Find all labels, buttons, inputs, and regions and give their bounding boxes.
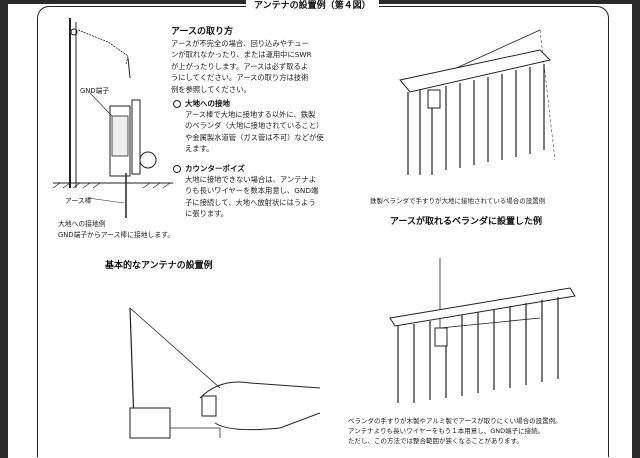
- basic-antenna-figure: [129, 307, 320, 439]
- page-title: アンテナの設置例（第４図）: [246, 0, 379, 12]
- grounded-balcony-title: アースが取れるベランダに設置した例: [390, 217, 543, 227]
- ground-rod-label: アース棒: [65, 197, 92, 205]
- wooden-balcony-caption: ベランダの手すりが木製やアルミ製でアースが取りにくい場合の設置例。 アンテナより…: [348, 417, 562, 445]
- ground-rod-figure: [52, 18, 173, 218]
- iron-balcony-caption: 鉄製ベランダで手すりが大地に接地されている場合の設置例: [370, 197, 546, 205]
- gnd-terminal-label: GND端子: [80, 87, 110, 95]
- basic-antenna-title: 基本的なアンテナの設置例: [105, 261, 213, 271]
- bullet-ring-icon: [173, 165, 181, 173]
- ground-example-caption: GND端子からアース棒に接地します。: [58, 231, 175, 239]
- ground-example-title: 大地への接地例: [58, 220, 106, 228]
- window-edge-left: [0, 0, 8, 458]
- counterpoise-body: 大地に接地できない場合は、アンテナよ りも長いワイヤーを数本用意し、GND端 子…: [185, 175, 319, 219]
- ground-body: アース棒で大地に接地する以外に、鉄製 のベランダ（大地に接地されていること） や…: [185, 110, 324, 154]
- iron-balcony-figure: [399, 29, 556, 175]
- counterpoise-heading: カウンターポイズ: [173, 163, 245, 174]
- bullet-ring-icon: [173, 100, 181, 108]
- earth-heading: アースの取り方: [171, 27, 234, 37]
- ground-heading: 大地への接地: [173, 98, 230, 109]
- window-edge-right: [632, 0, 640, 458]
- wooden-balcony-figure: [389, 258, 576, 403]
- earth-body: アースが不完全の場合、回り込みやチュー ンが取れなかったり、または運用中にSWR…: [171, 39, 312, 94]
